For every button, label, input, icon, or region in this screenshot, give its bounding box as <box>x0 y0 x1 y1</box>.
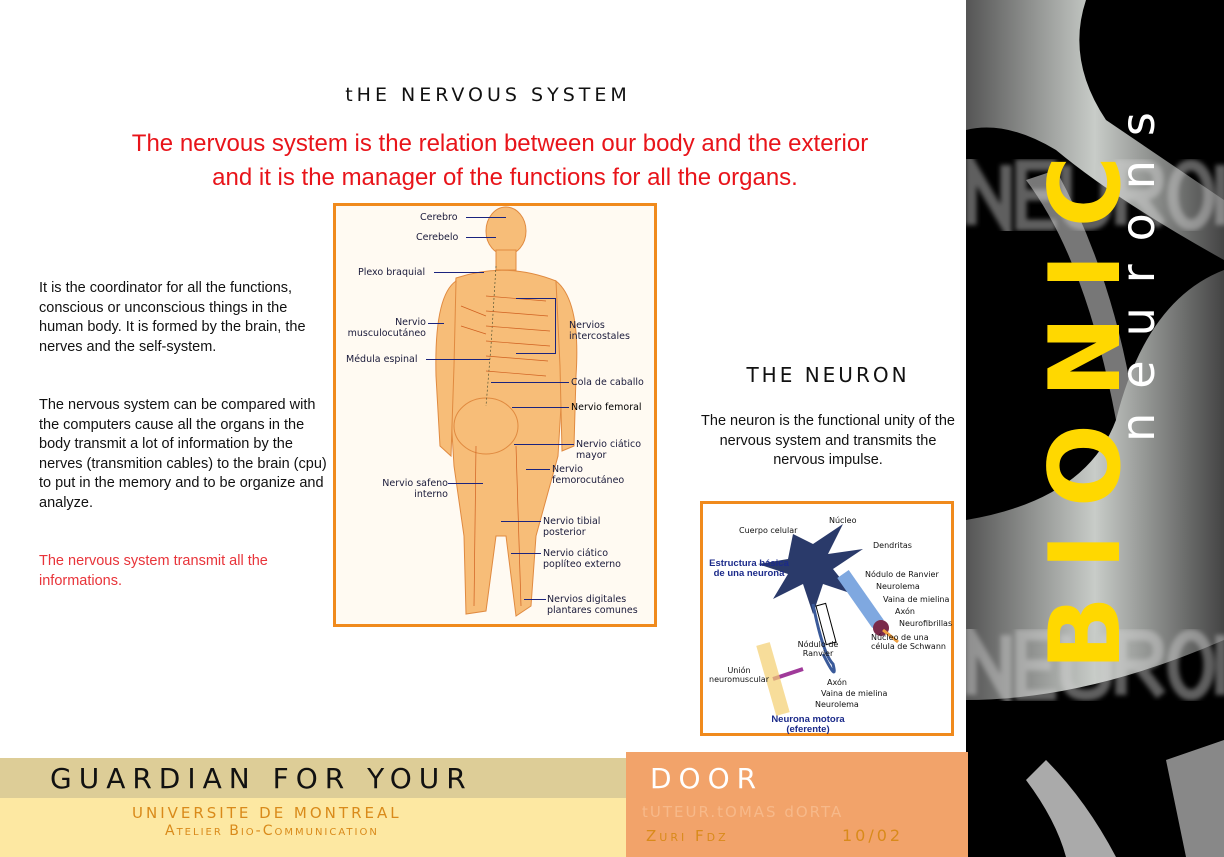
label-nodulo-ranvier-2: Nódulo de Ranvier <box>797 640 839 658</box>
label-plexo-braquial: Plexo braquial <box>358 267 426 278</box>
label-nervio-musculocutaneo: Nervio musculocutáneo <box>347 317 426 339</box>
label-nervio-ciatico-popliteo: Nervio ciático poplíteo externo <box>543 548 621 570</box>
label-neurolema: Neurolema <box>876 582 920 591</box>
label-nervio-tibial: Nervio tibial posterior <box>543 516 601 538</box>
label-cerebelo: Cerebelo <box>416 232 459 243</box>
label-axon-2: Axón <box>827 678 847 687</box>
university-name: UNIVERSITE DE MONTREAL <box>132 804 402 822</box>
neuron-illustration <box>756 524 899 716</box>
label-axon: Axón <box>895 607 915 616</box>
label-nucleo: Núcleo <box>829 516 857 525</box>
label-neurolema-2: Neurolema <box>815 700 859 709</box>
date: 10/02 <box>842 826 904 845</box>
label-celula-schwann: Núcleo de una célula de Schwann <box>871 633 946 651</box>
label-nervio-ciatico-mayor: Nervio ciático mayor <box>576 439 642 461</box>
human-body-illustration <box>435 206 578 617</box>
footer-band-top <box>0 758 630 798</box>
tutor-name: tUTEUR.tOMAS dORTA <box>642 803 844 821</box>
label-nodulo-ranvier: Nódulo de Ranvier <box>865 570 939 579</box>
neuron-figure: Cuerpo celular Núcleo Dendritas Nódulo d… <box>700 501 954 736</box>
neuron-title: THE NEURON <box>746 363 910 387</box>
label-vaina-mielina-2: Vaina de mielina <box>821 689 888 698</box>
neuron-description: The neuron is the functional unity of th… <box>701 413 955 468</box>
label-vaina-mielina: Vaina de mielina <box>883 595 950 604</box>
label-cerebro: Cerebro <box>420 212 458 223</box>
atelier-name: Atelier Bio-Communication <box>165 823 379 839</box>
ghost-neuron-watermark-bottom <box>966 615 1224 716</box>
caption-neurona-motora: Neurona motora (eferente) <box>771 714 845 735</box>
neuron-background-image <box>966 0 1224 857</box>
label-nervios-digitales: Nervios digitales plantares comunes <box>547 594 638 616</box>
footer-orange-block <box>626 752 968 857</box>
label-cuerpo-celular: Cuerpo celular <box>739 526 798 535</box>
footer-band-bottom <box>0 798 630 857</box>
bionic-title: BIONIC <box>1029 129 1143 671</box>
author-name: Zuri Fdz <box>646 827 729 845</box>
label-nervios-intercostales: Nervios intercostales <box>569 320 630 342</box>
neurons-subtitle: neurons <box>1111 88 1165 442</box>
footer-headline-door: DOOR <box>650 762 764 795</box>
computer-comparison-paragraph: The nervous system can be compared with … <box>39 397 327 511</box>
label-nervio-femoral: Nervio femoral <box>571 402 642 413</box>
label-neurofibrillas: Neurofibrillas <box>899 619 953 628</box>
label-nervio-femorocutaneo: Nervio femorocutáneo <box>552 464 625 486</box>
lead-text: The nervous system is the relation betwe… <box>40 127 960 195</box>
label-medula-espinal: Médula espinal <box>346 354 418 365</box>
label-union-neuromuscular: Unión neuromuscular <box>709 666 769 684</box>
caption-estructura-basica: Estructura básica de una neurona <box>709 558 789 579</box>
label-dendritas: Dendritas <box>873 541 912 550</box>
lead-line-2: and it is the manager of the functions f… <box>212 164 798 191</box>
intro-paragraph: It is the coordinator for all the functi… <box>39 280 306 355</box>
label-cola-de-caballo: Cola de caballo <box>571 377 644 388</box>
ghost-neuron-watermark-top <box>966 145 1224 246</box>
footer-headline: GUARDIAN FOR YOUR <box>50 762 473 795</box>
bionic-neurons-banner: BIONIC neurons <box>966 0 1224 857</box>
lead-line-1: The nervous system is the relation betwe… <box>131 130 869 157</box>
page-title: tHE NERVOUS SYSTEM <box>345 84 631 106</box>
transmit-paragraph: The nervous system transmit all the info… <box>39 553 268 589</box>
nervous-system-figure: Cerebro Cerebelo Plexo braquial Nervio m… <box>333 203 657 627</box>
label-nervio-safeno: Nervio safeno interno <box>382 478 448 500</box>
